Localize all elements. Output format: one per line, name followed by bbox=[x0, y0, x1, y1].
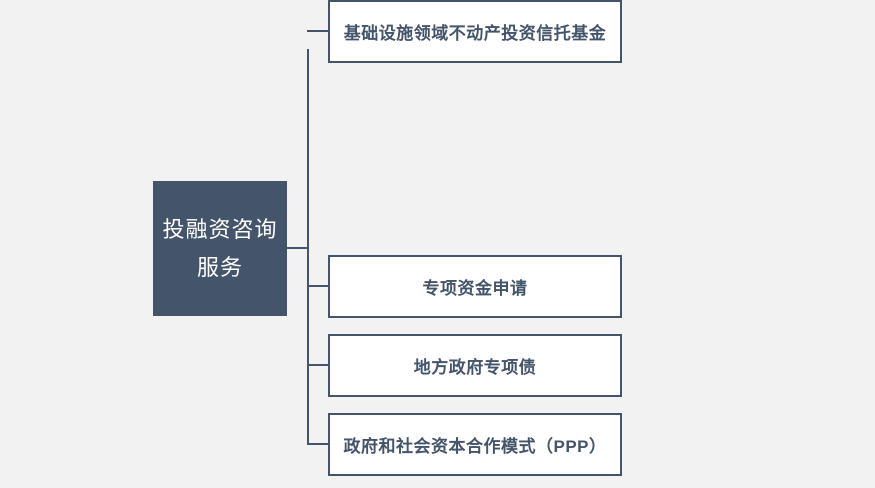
node-label: 地方政府专项债 bbox=[413, 358, 537, 377]
connector-branch bbox=[307, 364, 328, 366]
node-label: 基础设施领域不动产投资信托基金 bbox=[343, 24, 607, 43]
branch-row: 基础设施领域不动产投资信托基金 bbox=[307, 0, 622, 63]
node-local-gov-special-bond: 地方政府专项债 bbox=[328, 334, 622, 397]
node-ppp-model: 政府和社会资本合作模式（PPP） bbox=[328, 413, 622, 476]
node-special-fund-application: 专项资金申请 bbox=[328, 255, 622, 318]
node-label: 政府和社会资本合作模式（PPP） bbox=[343, 437, 607, 456]
root-node-label: 投融资咨询 服务 bbox=[162, 216, 278, 280]
connector-root bbox=[287, 247, 308, 249]
connector-branch bbox=[307, 30, 328, 32]
node-label: 专项资金申请 bbox=[422, 279, 528, 298]
branch-row: 政府和社会资本合作模式（PPP） bbox=[307, 413, 622, 476]
connector-branch bbox=[307, 285, 328, 287]
connector-branch bbox=[307, 443, 328, 445]
root-node: 投融资咨询 服务 bbox=[153, 181, 287, 316]
node-infrastructure-reit: 基础设施领域不动产投资信托基金 bbox=[328, 0, 622, 63]
branch-row: 专项资金申请 bbox=[307, 255, 622, 318]
branch-row: 地方政府专项债 bbox=[307, 334, 622, 397]
connector-trunk bbox=[307, 49, 309, 445]
